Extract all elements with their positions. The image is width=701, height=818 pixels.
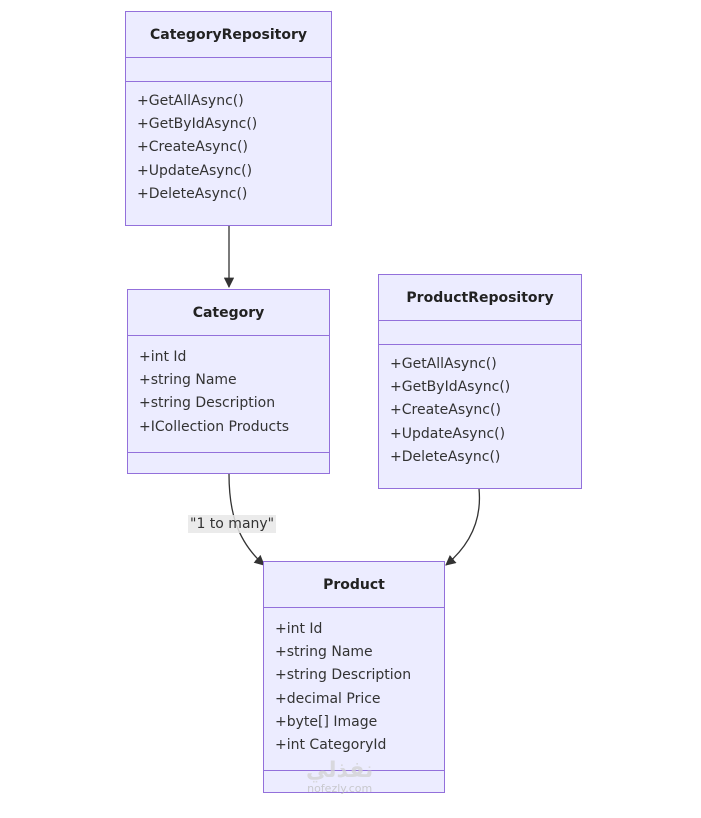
method: +GetByIdAsync() (390, 379, 511, 396)
method: +GetAllAsync() (137, 93, 244, 109)
class-name: ProductRepository (379, 275, 581, 321)
class-categoryrepository: CategoryRepository +GetAllAsync() +GetBy… (125, 11, 332, 226)
attribute: +decimal Price (275, 690, 381, 707)
watermark-logo: نفذلي (306, 758, 374, 783)
class-productrepository: ProductRepository +GetAllAsync() +GetByI… (378, 274, 582, 489)
class-name: Product (264, 562, 444, 608)
attributes-section (379, 321, 581, 345)
attribute: +ICollection Products (139, 418, 290, 435)
attribute: +string Name (275, 644, 373, 661)
attribute: +string Description (139, 395, 276, 412)
watermark: نفذلي nofezly.com (306, 758, 374, 796)
method: +CreateAsync() (390, 402, 501, 419)
method: +GetByIdAsync() (137, 116, 258, 133)
attribute: +string Description (275, 667, 412, 684)
method: +CreateAsync() (137, 139, 248, 156)
class-name: Category (128, 290, 329, 336)
watermark-site: nofezly.com (307, 782, 373, 795)
class-name: CategoryRepository (126, 12, 331, 58)
attribute: +int CategoryId (275, 737, 387, 754)
attribute: +int Id (275, 621, 323, 637)
attribute: +byte[] Image (275, 713, 378, 730)
attribute: +string Name (139, 372, 237, 389)
method: +UpdateAsync() (390, 425, 506, 442)
methods-section: +GetAllAsync() +GetByIdAsync() +CreateAs… (379, 345, 581, 469)
attributes-section (126, 58, 331, 82)
methods-section: +GetAllAsync() +GetByIdAsync() +CreateAs… (126, 82, 331, 206)
class-category: Category +int Id +string Name +string De… (127, 289, 330, 474)
method: +UpdateAsync() (137, 162, 253, 179)
attributes-section: +int Id +string Name +string Description… (128, 336, 329, 453)
attributes-section: +int Id +string Name +string Description… (264, 608, 444, 771)
class-product: Product +int Id +string Name +string Des… (263, 561, 445, 793)
edge-label-1-to-many: "1 to many" (188, 515, 277, 533)
attribute: +int Id (139, 349, 187, 365)
methods-section (128, 453, 329, 473)
edge-productrepository-to-product (445, 488, 481, 566)
method: +DeleteAsync() (390, 448, 501, 465)
method: +GetAllAsync() (390, 356, 497, 372)
method: +DeleteAsync() (137, 185, 248, 202)
